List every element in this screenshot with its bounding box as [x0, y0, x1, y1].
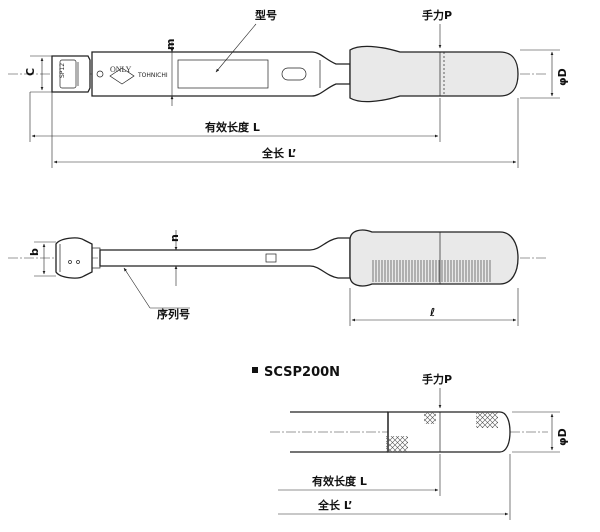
- serial-label: 序列号: [157, 307, 190, 321]
- side-head-dot-2: [76, 260, 80, 264]
- top-head: [51, 55, 91, 93]
- side-grip-ribs: [372, 260, 492, 282]
- model-label: 型号: [255, 8, 277, 22]
- head-mark: SP12: [59, 63, 66, 78]
- variant-total-length-label: 全长 L’: [317, 498, 353, 512]
- effective-length-label: 有效长度 L: [205, 120, 260, 134]
- top-body-diamond-mark: [109, 67, 135, 85]
- model-leader: [215, 23, 257, 73]
- top-body-dot: [96, 70, 104, 78]
- dim-c-label: C: [24, 68, 37, 76]
- dim-phid-label: φD: [556, 68, 569, 86]
- side-head-dot-1: [68, 260, 72, 264]
- top-body-slot: [281, 67, 307, 81]
- variant-knurl-1: [424, 412, 436, 424]
- dim-n-label: n: [168, 234, 181, 242]
- hand-force-label: 手力P: [422, 8, 452, 22]
- top-view: SP12 ONLY TOHNICHI m C φD 型号: [8, 8, 569, 168]
- variant-title: SCSP200N: [264, 365, 340, 380]
- dim-m-label: m: [164, 39, 177, 50]
- engraving-brand: TOHNICHI: [137, 72, 168, 79]
- total-length-label: 全长 L’: [261, 146, 297, 160]
- side-body: [99, 237, 351, 279]
- grip-length-label: ℓ: [429, 306, 435, 319]
- side-view: b n 序列号 ℓ: [8, 229, 548, 326]
- top-body-panel: [177, 59, 269, 89]
- serial-leader: [123, 267, 151, 309]
- side-head: [55, 237, 93, 279]
- engraving-only: ONLY: [110, 65, 132, 74]
- side-body-window: [265, 253, 277, 263]
- variant-bullet: [252, 367, 258, 373]
- top-grip: [349, 45, 519, 103]
- variant-dim-phid-label: φD: [556, 428, 569, 446]
- variant-hand-force-label: 手力P: [422, 372, 452, 386]
- dim-b-label: b: [28, 248, 41, 256]
- top-head-mark-plate: [59, 59, 77, 89]
- variant-effective-length-label: 有效长度 L: [312, 474, 367, 488]
- variant-knurl-3: [476, 412, 498, 428]
- variant-knurl-2: [386, 436, 408, 452]
- variant-view: SCSP200N 手力P φD 有效长度 L 全长 L’: [252, 365, 569, 520]
